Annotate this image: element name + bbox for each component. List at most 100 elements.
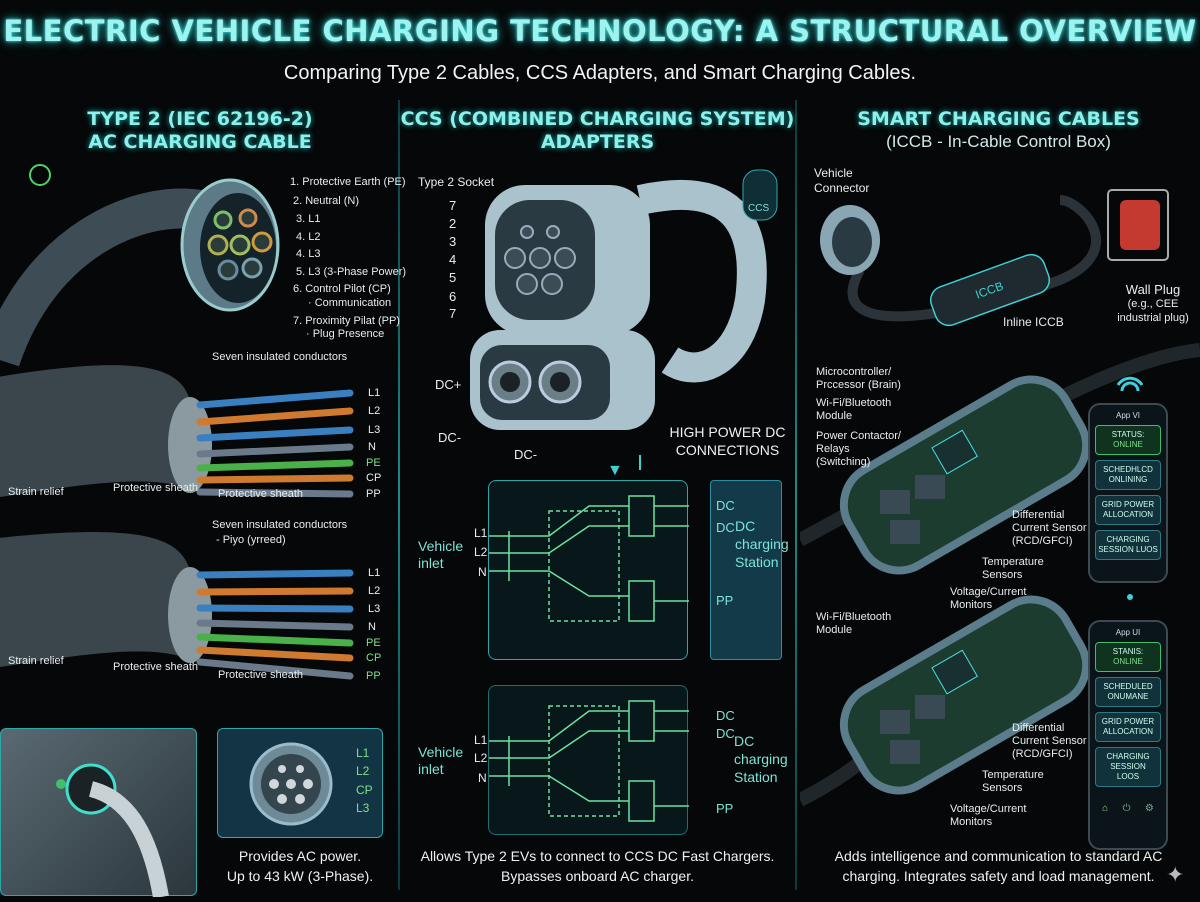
label-line: inlet: [418, 761, 444, 777]
pin-number: 7: [449, 198, 457, 213]
wire-label: L2: [368, 405, 381, 417]
page-subtitle: Comparing Type 2 Cables, CCS Adapters, a…: [283, 62, 917, 84]
smart-subheading: (ICCB - In-Cable Control Box): [886, 132, 1111, 151]
component-label: Microcontroller/Prccessor (Brain): [816, 366, 901, 392]
caption-line: Up to 43 kW (3-Phase).: [226, 868, 374, 884]
label-line: industrial plug): [1117, 312, 1189, 324]
label-line: ALLOCATION: [1102, 510, 1154, 519]
ccs-badge: CCS: [748, 203, 770, 214]
power-icon[interactable]: ⏻: [1122, 803, 1131, 814]
label-line: Temperature: [982, 769, 1044, 781]
caption-line: Adds intelligence and communication to s…: [834, 848, 1163, 864]
column-divider: [398, 100, 400, 890]
label-line: (Switching): [816, 456, 871, 468]
pin-label: · Communication: [308, 297, 392, 309]
app-title: App VI: [1115, 411, 1140, 420]
status-button[interactable]: STANIS:ONLINE: [1095, 642, 1161, 672]
status-button[interactable]: STATUS:ONLINE: [1095, 425, 1161, 455]
diagram-box: [488, 480, 689, 660]
label-line: Current Sensor: [1012, 522, 1087, 534]
inset-pin-label: L2: [356, 764, 370, 778]
home-icon[interactable]: ⌂: [1102, 803, 1109, 814]
label-line: DC: [735, 518, 756, 534]
label-line: SESSION LOOS: [1110, 762, 1146, 781]
page-title: ELECTRIC VEHICLE CHARGING TECHNOLOGY: A …: [3, 14, 1197, 48]
label-line: ALLOCATION: [1102, 727, 1154, 736]
label-line: STATUS:: [1111, 430, 1145, 439]
wire-label: N: [368, 621, 376, 633]
label-line: Current Sensor: [1012, 735, 1087, 747]
label-line: CHARGING: [1106, 535, 1150, 544]
label-line: Prccessor (Brain): [816, 379, 901, 391]
label-line: Vehicle: [418, 538, 464, 554]
output-label: DC: [716, 726, 735, 741]
label-line: charging: [735, 536, 789, 552]
strain-relief-label: Strain relief: [8, 486, 64, 498]
pin-number: 7: [449, 306, 457, 321]
label-line: Module: [816, 624, 853, 636]
socket-label: Type 2 Socket: [418, 175, 495, 189]
label-line: Power Contactor/: [816, 430, 901, 442]
sheath-label: Protective sheath: [218, 488, 303, 500]
sheath-label: Protective sheath: [113, 482, 198, 494]
type2-heading: TYPE 2 (IEC 62196-2) AC CHARGING CABLE: [0, 108, 400, 154]
dc-plus-label: DC+: [435, 377, 462, 392]
settings-icon[interactable]: ⚙: [1144, 803, 1154, 814]
column-divider: [795, 100, 797, 890]
label-line: Connector: [814, 181, 870, 195]
label-line: ONLINING: [1108, 475, 1148, 484]
inset-pin-label: L1: [356, 746, 370, 760]
type2-caption: Provides AC power. Up to 43 kW (3-Phase)…: [217, 846, 383, 886]
label-line: Module: [816, 410, 853, 422]
label-line: SESSION LUOS: [1098, 545, 1158, 554]
output-label: DC: [716, 520, 735, 535]
type2-cable-illustration: [0, 164, 354, 680]
label-line: Microcontroller/: [816, 366, 892, 378]
sheath-label: Protective sheath: [113, 661, 198, 673]
wire-label: L1: [368, 567, 381, 579]
output-label: PP: [716, 593, 734, 608]
label-line: Temperature: [982, 556, 1044, 568]
label-line: (RCD/GFCI): [1012, 748, 1073, 760]
label-line: Sensors: [982, 782, 1023, 794]
app-title: App UI: [1115, 628, 1141, 637]
wifi-icon: [1127, 594, 1133, 600]
caption-line: Bypasses onboard AC charger.: [500, 868, 694, 884]
car-charging-photo: [0, 728, 197, 899]
input-label: L2: [474, 545, 488, 559]
type2-inlet-inset: L1 L2 CP L3: [217, 728, 383, 838]
cable-subtitle: - Piyo (yrreed): [216, 534, 286, 546]
diagram-box: [488, 685, 689, 835]
label-line: STANIS:: [1112, 647, 1144, 656]
ccs-caption: Allows Type 2 EVs to connect to CCS DC F…: [400, 846, 795, 886]
strain-relief-label: Strain relief: [8, 655, 64, 667]
label-line: Differential: [1012, 509, 1065, 521]
dc-minus-label: DC-: [514, 447, 538, 462]
label-line: Wi-Fi/Bluetooth: [816, 397, 892, 409]
label-line: Differential: [1012, 722, 1065, 734]
output-label: DC: [716, 708, 735, 723]
earth-icon: [29, 164, 51, 186]
ccs-adapter-illustration: [470, 169, 778, 470]
pin-number: 2: [449, 216, 457, 231]
wire-label: L2: [368, 585, 381, 597]
label-line: SCHEDULED: [1103, 682, 1153, 691]
label-line: Station: [734, 769, 778, 785]
label-line: GRID POWER: [1101, 500, 1155, 509]
label-line: CHARGING: [1106, 752, 1150, 761]
wire-label: PP: [366, 488, 381, 500]
